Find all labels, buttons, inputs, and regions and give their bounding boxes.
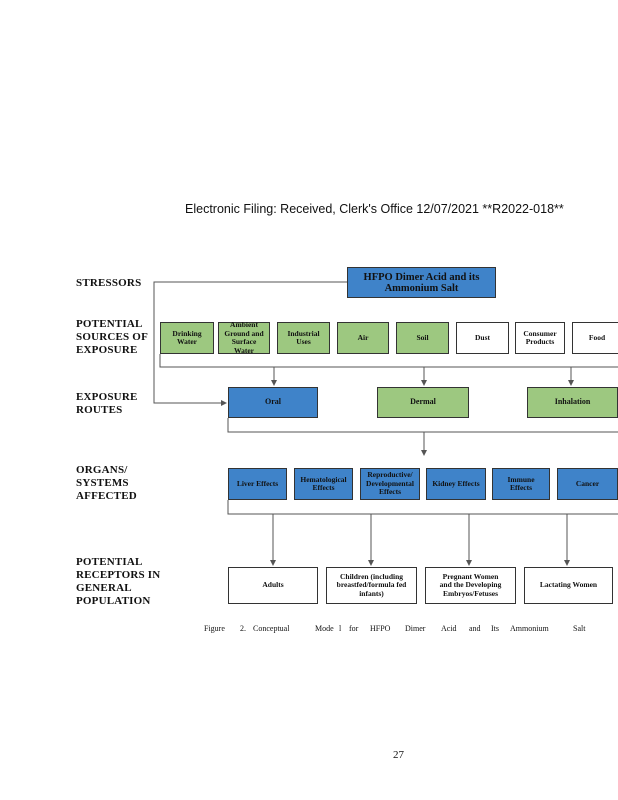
source-dust: Dust: [456, 322, 509, 354]
organ-kidney-effects: Kidney Effects: [426, 468, 486, 500]
source-air: Air: [337, 322, 389, 354]
caption-word: and: [469, 624, 481, 633]
receptor-adults: Adults: [228, 567, 318, 604]
organ-liver-effects: Liver Effects: [228, 468, 287, 500]
caption-word: HFPO: [370, 624, 391, 633]
receptor-lactating-women: Lactating Women: [524, 567, 613, 604]
row-label-routes: EXPOSURE ROUTES: [76, 391, 138, 416]
caption-word: Figure: [204, 624, 225, 633]
source-food: Food: [572, 322, 618, 354]
caption-word: Mode: [315, 624, 334, 633]
row-label-stressors: STRESSORS: [76, 277, 142, 289]
stressor-box: HFPO Dimer Acid and its Ammonium Salt: [347, 267, 496, 298]
caption-word: Salt: [573, 624, 586, 633]
page-number: 27: [393, 749, 404, 761]
source-soil: Soil: [396, 322, 449, 354]
route-inhalation: Inhalation: [527, 387, 618, 418]
caption-word: Acid: [441, 624, 457, 633]
route-oral: Oral: [228, 387, 318, 418]
caption-word: Dimer: [405, 624, 426, 633]
caption-word: Its: [491, 624, 499, 633]
filing-header: Electronic Filing: Received, Clerk's Off…: [185, 202, 564, 216]
row-label-receptors: POTENTIAL RECEPTORS IN GENERAL POPULATIO…: [76, 556, 161, 607]
caption-word: Conceptual: [253, 624, 290, 633]
caption-word: l: [339, 624, 342, 633]
route-dermal: Dermal: [377, 387, 469, 418]
row-label-organs: ORGANS/ SYSTEMS AFFECTED: [76, 464, 137, 502]
row-label-sources: POTENTIAL SOURCES OF EXPOSURE: [76, 318, 148, 356]
caption-word: for: [349, 624, 359, 633]
caption-word: 2.: [240, 624, 246, 633]
organ-cancer: Cancer: [557, 468, 618, 500]
caption-word: Ammonium: [510, 624, 549, 633]
